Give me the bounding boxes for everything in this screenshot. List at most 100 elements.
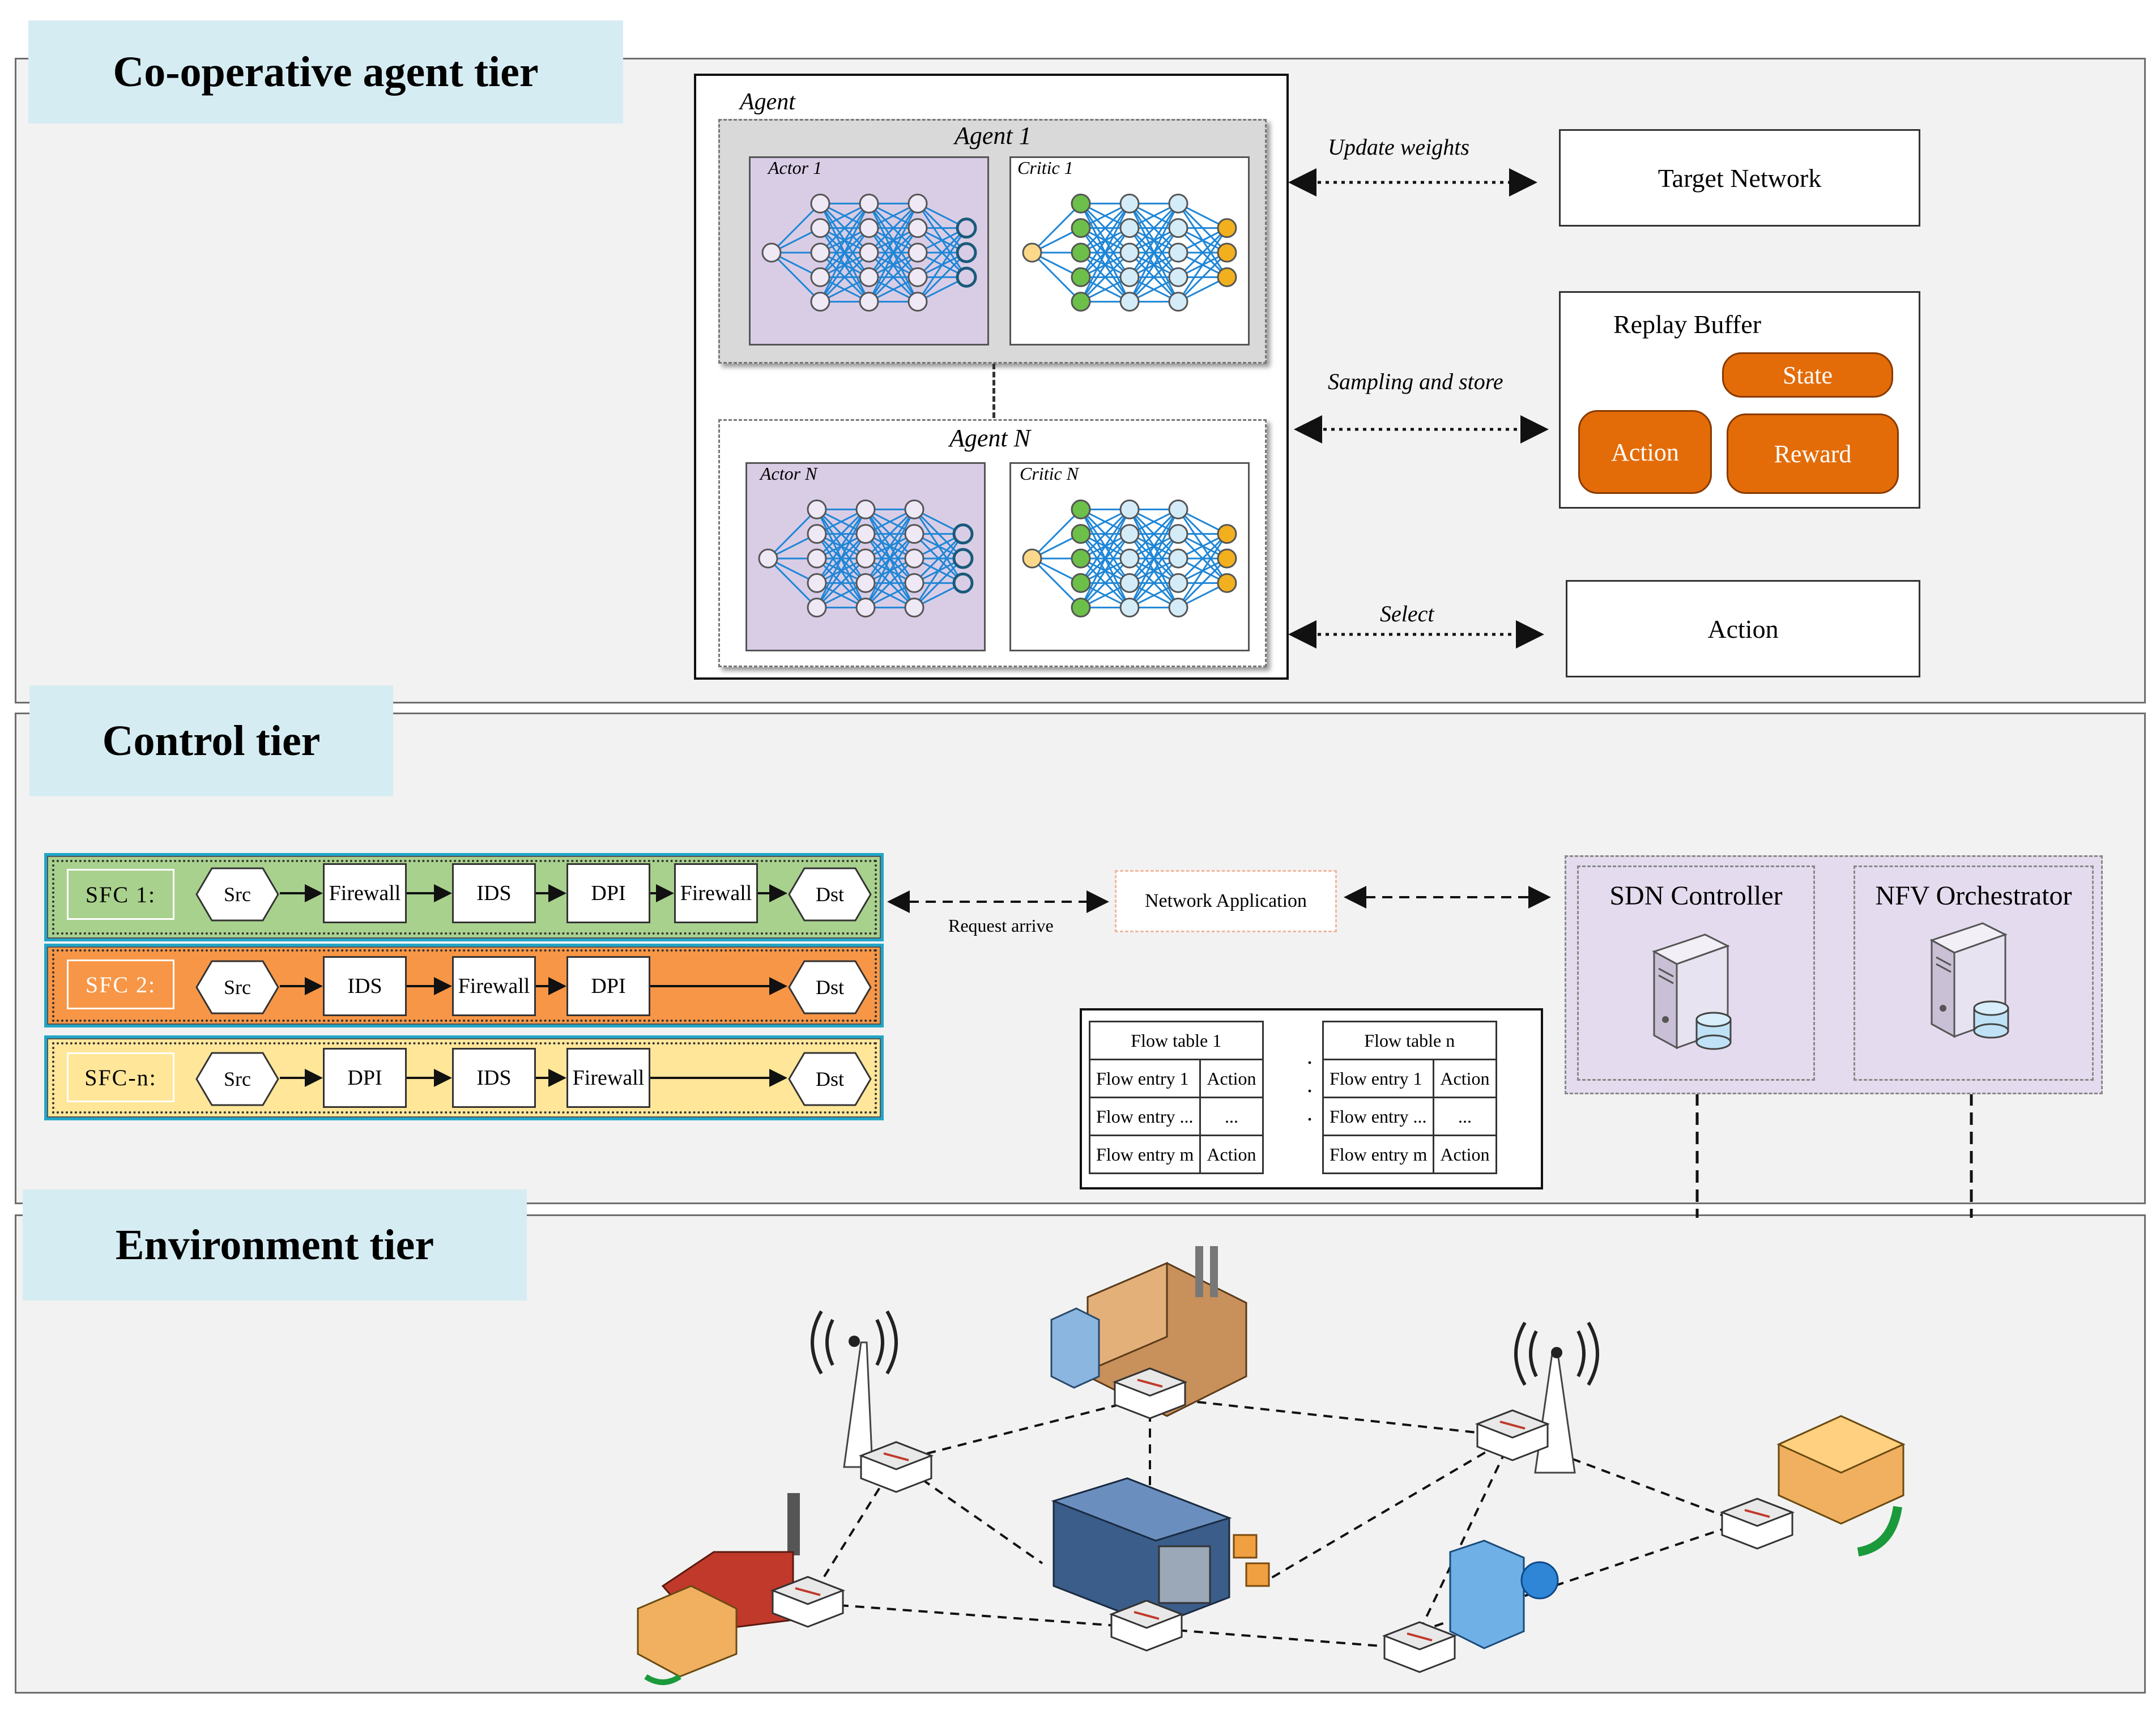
agent-tier-label: Co-operative agent tier (28, 20, 623, 123)
nn-node (1119, 242, 1140, 263)
action-chip: Action (1578, 410, 1712, 494)
nn-edge (864, 557, 915, 608)
nn-edge (864, 509, 915, 608)
nn-node (807, 548, 827, 569)
nn-edge (1031, 557, 1082, 608)
nn-edge (868, 203, 919, 278)
flow-entry-cell: Flow entry 1 (1322, 1059, 1435, 1098)
sfc-n-src: Src (195, 1051, 280, 1107)
sfc-n-label: SFC-n: (67, 1052, 174, 1102)
nn-node (810, 193, 830, 214)
nn-edge (1128, 227, 1179, 302)
nn-node (855, 499, 876, 519)
nn-node (810, 242, 830, 263)
flow-entry-cell: Flow entry m (1088, 1135, 1201, 1174)
flow-dot: . (1307, 1072, 1313, 1097)
nn-edge (1177, 227, 1228, 302)
sfc-n-inner (52, 1042, 877, 1114)
nn-node (952, 548, 974, 569)
nn-node (1168, 573, 1188, 593)
sampling-store-label: Sampling and store (1328, 369, 1503, 394)
sfc-2-dpi: DPI (566, 956, 650, 1016)
control-tier-label: Control tier (29, 685, 393, 796)
nn-node (1119, 548, 1140, 569)
flow-table-dots: . . . (1304, 1042, 1315, 1127)
sdn-server-icon (1652, 933, 1732, 1050)
actor-1-label: Actor 1 (768, 157, 823, 178)
nn-edge (864, 509, 915, 584)
nn-node (1119, 292, 1140, 312)
nn-edge (819, 251, 870, 302)
network-application-box: Network Application (1115, 870, 1337, 932)
action-box: Action (1566, 580, 1920, 677)
nn-node (1217, 573, 1237, 593)
nn-node (1168, 524, 1188, 544)
nn-node (1217, 267, 1237, 287)
flow-action-cell: ... (1199, 1097, 1264, 1136)
nn-node (807, 524, 827, 544)
nn-node (810, 267, 830, 287)
nn-node (1022, 548, 1042, 569)
nn-node (1071, 242, 1091, 263)
nn-node (1168, 218, 1188, 238)
nn-node (1119, 598, 1140, 618)
nn-edge (1177, 227, 1228, 278)
nfv-orchestrator-panel (1854, 865, 2094, 1081)
sfc-1-firewall: Firewall (323, 863, 407, 923)
nn-node (1071, 573, 1091, 593)
nn-edge (770, 251, 821, 302)
nn-node (1119, 524, 1140, 544)
nn-node (907, 267, 928, 287)
nn-edge (1128, 203, 1179, 302)
flow-action-cell: Action (1433, 1135, 1497, 1174)
sfc-1-src: Src (195, 867, 280, 922)
sfc-1-inner (52, 860, 877, 935)
truck-left-icon (637, 1585, 738, 1685)
request-arrive-label: Request arrive (948, 915, 1054, 936)
sfc-2-ids: IDS (323, 956, 407, 1016)
nn-edge (917, 227, 968, 278)
nn-node (1168, 598, 1188, 618)
sfc-n-dpi: DPI (323, 1048, 407, 1108)
nn-node (1119, 573, 1140, 593)
sfc-n-dst: Dst (787, 1051, 872, 1107)
nn-node (904, 548, 924, 569)
nn-edge (1128, 557, 1179, 608)
flow-entry-cell: Flow entry ... (1322, 1097, 1435, 1136)
switch-icon (1382, 1621, 1458, 1673)
nn-node (1119, 218, 1140, 238)
nn-node (1168, 193, 1188, 214)
nn-node (956, 242, 977, 263)
sfc-2-src: Src (195, 960, 280, 1015)
nn-node (1071, 499, 1091, 519)
sfc-1-firewall-2: Firewall (674, 863, 758, 923)
nn-node (1022, 242, 1042, 263)
nfv-server-icon (1929, 922, 2009, 1039)
nn-edge (913, 533, 964, 584)
sfc-2-label: SFC 2: (67, 960, 174, 1009)
nn-edge (816, 509, 867, 584)
nn-edge (1080, 227, 1131, 302)
nn-edge (917, 251, 968, 302)
nn-edge (1128, 203, 1179, 254)
nn-node (1217, 218, 1237, 238)
truck-right-icon (1776, 1415, 1906, 1557)
nn-edge (1080, 251, 1131, 302)
flow-table-1-title: Flow table 1 (1089, 1021, 1264, 1060)
critic-1-label: Critic 1 (1017, 157, 1073, 178)
sfc-1-ids: IDS (452, 863, 536, 923)
nn-node (1168, 499, 1188, 519)
sfc-1-label: SFC 1: (67, 869, 174, 920)
sfc-1-dpi: DPI (566, 863, 650, 923)
nn-edge (770, 203, 821, 254)
nn-edge (819, 203, 870, 278)
nn-edge (864, 533, 915, 608)
sfc-2-firewall: Firewall (452, 956, 536, 1016)
nn-node (1217, 242, 1237, 263)
nn-edge (1128, 509, 1179, 560)
nn-edge (767, 509, 818, 560)
nn-node (855, 524, 876, 544)
nn-node (904, 524, 924, 544)
sfc-chain-arrows (280, 884, 1973, 1218)
flow-entry-cell: Flow entry m (1322, 1135, 1435, 1174)
